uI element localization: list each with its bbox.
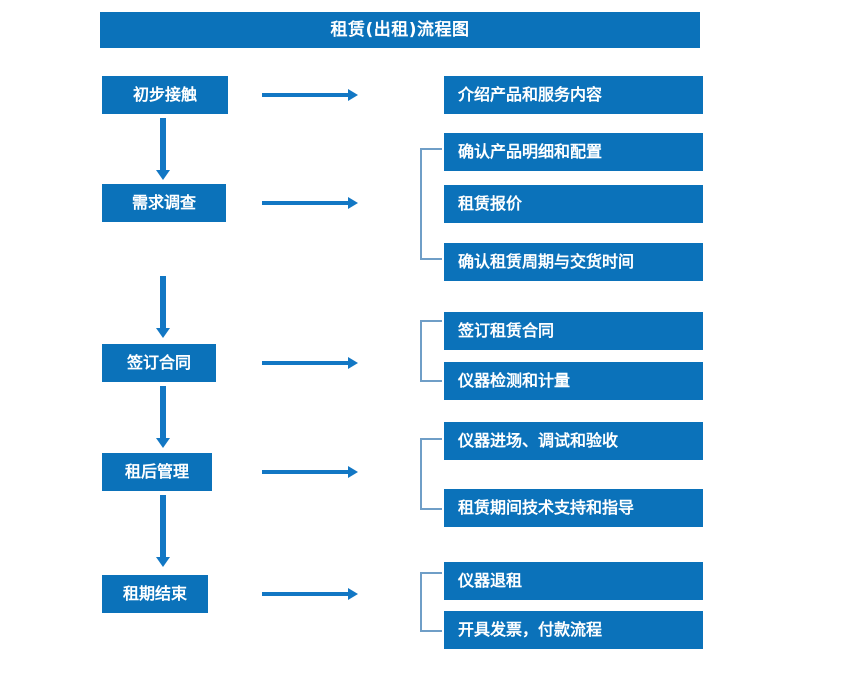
- arrow-shaft: [262, 361, 348, 365]
- arrow-head-icon: [348, 89, 358, 101]
- detail-node-confirm-product-spec[interactable]: 确认产品明细和配置: [444, 133, 703, 171]
- detail-node-technical-support[interactable]: 租赁期间技术支持和指导: [444, 489, 703, 527]
- arrow-shaft: [262, 470, 348, 474]
- arrow-shaft: [262, 93, 348, 97]
- detail-label: 租赁报价: [458, 194, 523, 213]
- arrow-right-stage-3: [262, 357, 358, 369]
- detail-node-confirm-period-delivery[interactable]: 确认租赁周期与交货时间: [444, 243, 703, 281]
- arrow-head-icon: [348, 466, 358, 478]
- stage-node-sign-contract[interactable]: 签订合同: [102, 344, 216, 382]
- stage-label: 租后管理: [124, 462, 189, 481]
- arrow-head-icon: [156, 438, 170, 448]
- arrow-down-stage-2-to-3: [156, 276, 170, 338]
- detail-label: 签订租赁合同: [458, 321, 555, 340]
- stage-label: 签订合同: [126, 353, 191, 372]
- detail-node-invoice-payment[interactable]: 开具发票，付款流程: [444, 611, 703, 649]
- detail-node-introduce-products[interactable]: 介绍产品和服务内容: [444, 76, 703, 114]
- arrow-shaft: [160, 276, 166, 328]
- arrow-right-stage-5: [262, 588, 358, 600]
- arrow-right-stage-1: [262, 89, 358, 101]
- detail-label: 租赁期间技术支持和指导: [458, 498, 635, 517]
- group-bracket-stage-5: [420, 572, 442, 632]
- detail-node-instrument-inspection[interactable]: 仪器检测和计量: [444, 362, 703, 400]
- detail-label: 介绍产品和服务内容: [458, 85, 603, 104]
- arrow-shaft: [262, 201, 348, 205]
- stage-label: 租期结束: [122, 584, 187, 603]
- arrow-head-icon: [156, 557, 170, 567]
- stage-node-post-rental-management[interactable]: 租后管理: [102, 453, 212, 491]
- diagram-title: 租赁(出租)流程图: [330, 19, 470, 40]
- arrow-right-stage-2: [262, 197, 358, 209]
- stage-node-requirement-survey[interactable]: 需求调查: [102, 184, 226, 222]
- arrow-shaft: [160, 386, 166, 438]
- stage-label: 初步接触: [132, 85, 197, 104]
- arrow-right-stage-4: [262, 466, 358, 478]
- arrow-down-stage-4-to-5: [156, 495, 170, 567]
- detail-node-rental-quotation[interactable]: 租赁报价: [444, 185, 703, 223]
- detail-label: 确认产品明细和配置: [458, 142, 603, 161]
- detail-node-instrument-return[interactable]: 仪器退租: [444, 562, 703, 600]
- group-bracket-stage-4: [420, 438, 442, 510]
- detail-node-instrument-entry-commission[interactable]: 仪器进场、调试和验收: [444, 422, 703, 460]
- group-bracket-stage-3: [420, 320, 442, 382]
- detail-node-sign-rental-contract[interactable]: 签订租赁合同: [444, 312, 703, 350]
- arrow-shaft: [160, 495, 166, 557]
- stage-label: 需求调查: [131, 193, 196, 212]
- arrow-down-stage-3-to-4: [156, 386, 170, 448]
- arrow-shaft: [262, 592, 348, 596]
- stage-node-initial-contact[interactable]: 初步接触: [102, 76, 228, 114]
- detail-label: 仪器退租: [458, 571, 523, 590]
- arrow-shaft: [160, 118, 166, 170]
- arrow-head-icon: [348, 357, 358, 369]
- arrow-head-icon: [156, 328, 170, 338]
- detail-label: 开具发票，付款流程: [458, 620, 603, 639]
- detail-label: 仪器检测和计量: [458, 371, 571, 390]
- detail-label: 确认租赁周期与交货时间: [458, 252, 635, 271]
- arrow-head-icon: [348, 588, 358, 600]
- arrow-head-icon: [348, 197, 358, 209]
- diagram-title-bar: 租赁(出租)流程图: [100, 12, 700, 48]
- arrow-head-icon: [156, 170, 170, 180]
- group-bracket-stage-2: [420, 148, 442, 260]
- detail-label: 仪器进场、调试和验收: [458, 431, 619, 450]
- stage-node-lease-end[interactable]: 租期结束: [102, 575, 208, 613]
- arrow-down-stage-1-to-2: [156, 118, 170, 180]
